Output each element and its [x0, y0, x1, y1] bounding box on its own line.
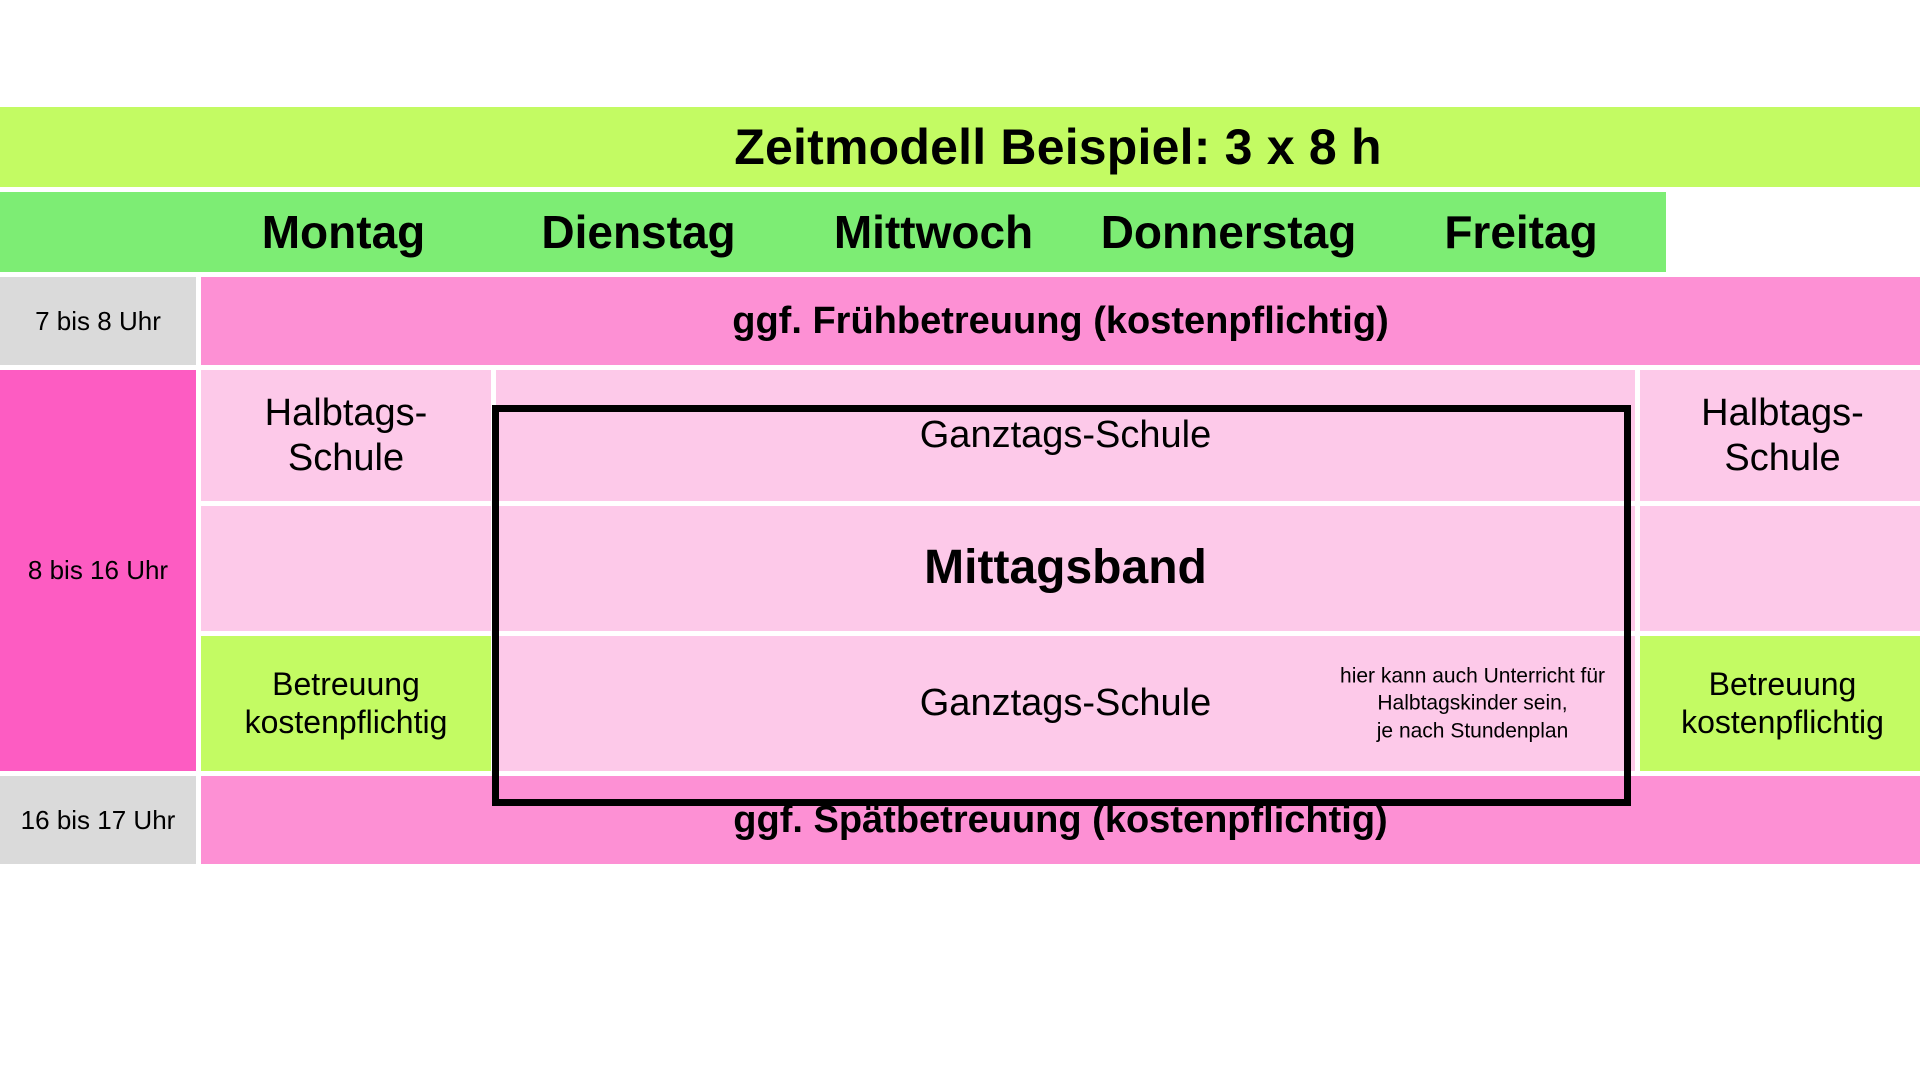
column-freitag: Halbtags- Schule Betreuung kostenpflicht…: [1640, 370, 1920, 771]
day-header-left-pad: [0, 192, 196, 272]
col-divider: [196, 277, 201, 365]
day-header-dienstag: Dienstag: [491, 192, 786, 272]
time-label-8-16: 8 bis 16 Uhr: [0, 370, 196, 771]
column-montag: Halbtags- Schule Betreuung kostenpflicht…: [201, 370, 491, 771]
col-divider: [196, 776, 201, 864]
ganztags-schule-bottom-label: Ganztags-Schule: [919, 682, 1212, 725]
day-header-mittwoch: Mittwoch: [786, 192, 1081, 272]
row-divider: [496, 631, 1635, 636]
row-divider: [1640, 501, 1920, 506]
day-header-freitag: Freitag: [1376, 192, 1666, 272]
ganztags-schule-note: hier kann auch Unterricht für Halbtagski…: [1340, 663, 1605, 743]
row-divider: [201, 631, 491, 636]
cell-montag-empty: [201, 506, 491, 631]
cell-mittagsband: Mittagsband: [496, 506, 1635, 631]
row-divider: [0, 187, 1920, 192]
page-title: Zeitmodell Beispiel: 3 x 8 h: [196, 107, 1920, 187]
title-left-pad: [0, 107, 196, 187]
row-late-care: 16 bis 17 Uhr ggf. Spätbetreuung (kosten…: [0, 776, 1920, 864]
row-divider: [0, 272, 1920, 277]
cell-montag-halbtags: Halbtags- Schule: [201, 370, 491, 501]
col-divider: [196, 370, 201, 771]
row-divider: [1640, 631, 1920, 636]
day-header-montag: Montag: [196, 192, 491, 272]
schedule-table: Zeitmodell Beispiel: 3 x 8 h Montag Dien…: [0, 107, 1920, 864]
day-header-donnerstag: Donnerstag: [1081, 192, 1376, 272]
col-divider: [1635, 370, 1640, 771]
cell-montag-betreuung: Betreuung kostenpflichtig: [201, 636, 491, 771]
row-divider: [0, 771, 1920, 776]
cell-ganztags-schule-bottom: Ganztags-Schule hier kann auch Unterrich…: [496, 636, 1635, 771]
cell-freitag-halbtags: Halbtags- Schule: [1640, 370, 1920, 501]
cell-freitag-betreuung: Betreuung kostenpflichtig: [1640, 636, 1920, 771]
row-main-block: 8 bis 16 Uhr Halbtags- Schule Betreuung …: [0, 370, 1920, 771]
row-divider: [0, 365, 1920, 370]
time-label-7-8: 7 bis 8 Uhr: [0, 277, 196, 365]
column-group-dienstag-donnerstag: Ganztags-Schule Mittagsband Ganztags-Sch…: [496, 370, 1635, 771]
cell-early-care: ggf. Frühbetreuung (kostenpflichtig): [201, 277, 1920, 365]
cell-late-care: ggf. Spätbetreuung (kostenpflichtig): [201, 776, 1920, 864]
day-header-row: Montag Dienstag Mittwoch Donnerstag Frei…: [0, 192, 1920, 272]
time-label-16-17: 16 bis 17 Uhr: [0, 776, 196, 864]
row-early-care: 7 bis 8 Uhr ggf. Frühbetreuung (kostenpf…: [0, 277, 1920, 365]
cell-ganztags-schule-top: Ganztags-Schule: [496, 370, 1635, 501]
title-row: Zeitmodell Beispiel: 3 x 8 h: [0, 107, 1920, 187]
row-divider: [201, 501, 491, 506]
cell-freitag-empty: [1640, 506, 1920, 631]
row-divider: [496, 501, 1635, 506]
